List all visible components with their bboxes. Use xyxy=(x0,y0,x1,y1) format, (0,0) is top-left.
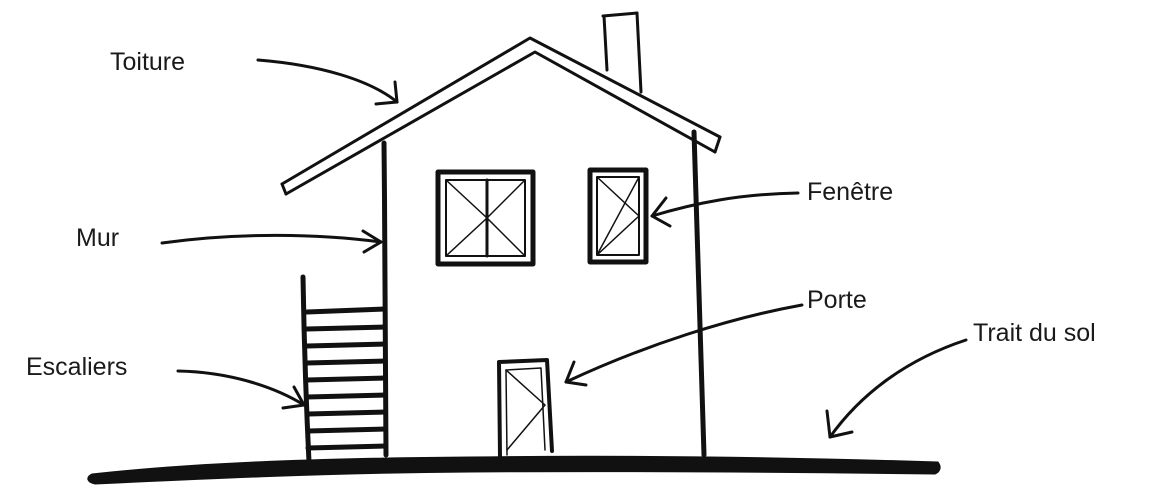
arrow-roof xyxy=(258,60,397,104)
arrow-window xyxy=(652,193,798,226)
label-stairs: Escaliers xyxy=(26,355,127,380)
label-wall: Mur xyxy=(76,226,119,251)
window-left xyxy=(438,172,533,264)
arrow-wall xyxy=(162,231,381,252)
label-ground-line: Trait du sol xyxy=(973,321,1096,346)
arrow-door xyxy=(566,305,802,385)
stair-steps xyxy=(307,309,385,448)
arrow-ground-line xyxy=(827,340,966,437)
ground-line xyxy=(88,456,940,484)
door xyxy=(499,360,552,457)
window-right xyxy=(590,170,646,262)
arrow-stairs xyxy=(178,371,304,408)
stairs xyxy=(303,277,385,462)
label-window: Fenêtre xyxy=(807,180,893,205)
label-door: Porte xyxy=(807,288,867,313)
label-roof: Toiture xyxy=(110,50,185,75)
